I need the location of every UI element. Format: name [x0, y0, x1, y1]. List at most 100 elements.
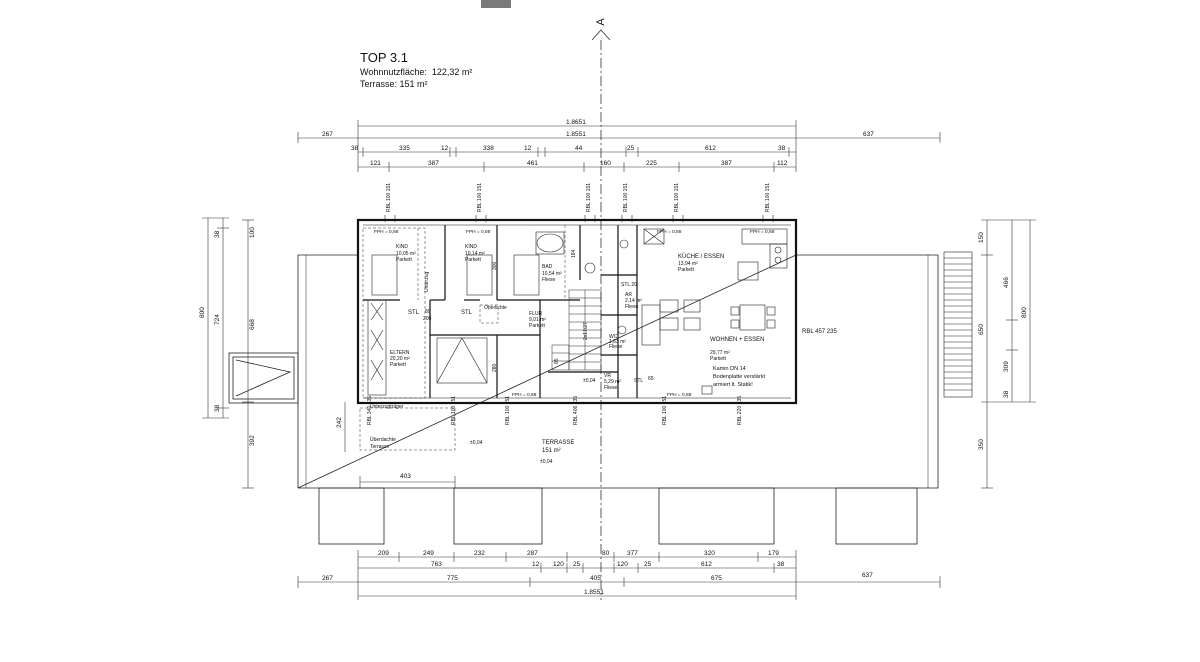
fph-2: FPH = 0,88: [466, 229, 491, 235]
living-area: Wohnnutzfläche: 122,32 m²: [360, 67, 472, 77]
dim-bottom-16: 38: [777, 561, 785, 568]
covered-terrace-dim: [359, 476, 456, 488]
dim-bottom-17: 267: [322, 575, 333, 582]
dim-bottom-11: 120: [553, 561, 564, 568]
dim-top-14: 225: [646, 160, 657, 167]
dim-top-1: 38: [351, 145, 359, 152]
dim-right-e: 309: [1003, 361, 1010, 372]
dim-bottom-14: 25: [644, 561, 652, 568]
dim-right-d: 650: [978, 324, 985, 335]
apartment-title: TOP 3.1: [360, 50, 408, 65]
room-ar-name: AR: [625, 292, 632, 298]
bottom-window-labels: RBL 340 235 RBL 100 151 RBL 100 151 RBL …: [367, 396, 743, 425]
stairs-label: 2x17/27: [583, 322, 589, 340]
window-top-4: RBL 100 151: [623, 183, 629, 212]
dim-403: 403: [400, 473, 411, 480]
dim-bottom-13: 120: [617, 561, 628, 568]
right-dimension-lines: [981, 219, 1036, 489]
room-eltern-area: 20,20 m²: [390, 356, 410, 362]
window-top-2: RBL 100 151: [477, 183, 483, 212]
bottom-dimension-texts: 209 249 232 287 80 377 320 179 763 12 12…: [322, 550, 873, 596]
room-wohnen-name: WOHNEN + ESSEN: [710, 337, 765, 343]
dim-top-13: 160: [600, 160, 611, 167]
stl-4: STL: [634, 378, 643, 384]
living-area-value: 122,32 m²: [431, 67, 473, 77]
room-vr-area: 5,29 m²: [604, 379, 621, 385]
fph-labels: FPH = 0,88 FPH = 0,88 FPH = 0,88 FPH = 0…: [374, 229, 775, 398]
room-kind-2-name: KIND: [465, 244, 477, 250]
dim-bottom-8: 179: [768, 550, 779, 557]
dim-top-16: 112: [777, 160, 788, 167]
dim-left-h: 242: [336, 417, 343, 428]
dim-bottom-19: 405: [590, 575, 601, 582]
room-kueche-name: KÜCHE / ESSEN: [678, 253, 724, 260]
terrace-label: TERRASSE: [542, 440, 574, 446]
top-dimension-texts: 1.8651 1.8551 267 637 38 335 12 338 12 4…: [322, 119, 874, 167]
terrace-area-label: 151 m²: [542, 448, 561, 454]
dim-bottom-18: 775: [447, 575, 458, 582]
dim-left-f: 38: [214, 404, 221, 412]
dim-bottom-21: 637: [862, 572, 873, 579]
living-area-label: Wohnnutzfläche:: [360, 67, 427, 77]
kamin-line-1: Kamin DN 14: [713, 366, 746, 372]
planters: [318, 487, 918, 545]
terrace-area: Terrasse: 151 m²: [360, 79, 428, 89]
internal-stairs: [551, 289, 602, 371]
room-vr-name: VR: [604, 373, 611, 379]
top-edge-tab: [481, 0, 511, 8]
dim-80: 80: [425, 309, 431, 315]
dim-bottom-10: 12: [532, 561, 540, 568]
room-kueche-floor: Parkett: [678, 267, 694, 273]
window-bottom-6: RBL 220 235: [737, 396, 743, 425]
room-flur-area: 9,01 m²: [529, 317, 546, 323]
room-kind-1-name: KIND: [396, 244, 408, 250]
dim-overall-a: 1.8651: [566, 119, 586, 126]
dim-right-f: 38: [1003, 390, 1010, 398]
dim-top-7: 25: [627, 145, 635, 152]
dim-top-10: 121: [370, 160, 381, 167]
dim-overall-b: 1.8551: [566, 131, 586, 138]
terrace-outline: [297, 254, 939, 489]
room-bad-area: 10,54 m²: [542, 271, 562, 277]
top-dimension-lines: [297, 120, 941, 172]
dim-bottom-overall: 1.8551: [584, 589, 604, 596]
level-1: ±0,04: [583, 378, 596, 384]
furniture: [367, 228, 788, 396]
dim-bottom-1: 209: [378, 550, 389, 557]
kamin-line-3: armiert lt. Statik!: [713, 382, 753, 388]
dim-top-5: 12: [524, 145, 532, 152]
window-top-5: RBL 100 151: [674, 183, 680, 212]
dim-bottom-15: 612: [701, 561, 712, 568]
room-vr-floor: Fliese: [604, 385, 618, 391]
dim-top-8: 612: [705, 145, 716, 152]
window-bottom-5: RBL 100 151: [662, 396, 668, 425]
fph-6: FPH = 0,88: [667, 392, 692, 398]
dim-right-a: 150: [978, 232, 985, 243]
left-dimension-lines: [202, 217, 346, 489]
dim-top-12: 461: [527, 160, 538, 167]
dim-bottom-7: 320: [704, 550, 715, 557]
room-kind-1-floor: Parkett: [396, 257, 412, 263]
dim-bottom-6: 377: [627, 550, 638, 557]
room-flur-floor: Parkett: [529, 323, 545, 329]
room-ar-floor: Fliese: [625, 304, 639, 310]
entrance-bridge: [228, 352, 299, 404]
dim-right-g: 350: [978, 439, 985, 450]
room-ar-area: 2,14 m²: [625, 298, 642, 304]
window-top-1: RBL 100 151: [386, 183, 392, 212]
dim-bottom-4: 287: [527, 550, 538, 557]
room-wc-floor: Fliese: [609, 344, 623, 350]
window-bottom-1: RBL 340 235: [367, 396, 373, 425]
dim-bottom-20: 675: [711, 575, 722, 582]
room-wc-area: 1,63 m²: [609, 339, 626, 345]
window-bottom-4: RBL 406 235: [573, 396, 579, 425]
dim-bottom-12: 25: [573, 561, 581, 568]
dim-184: 184: [571, 249, 577, 258]
dim-bottom-5: 80: [602, 550, 610, 557]
dim-bottom-2: 249: [423, 550, 434, 557]
fph-1: FPH = 0,88: [374, 229, 399, 235]
room-kind-1-area: 10,05 m²: [396, 251, 416, 257]
dim-left-e: 668: [249, 319, 256, 330]
dim-280: 280: [492, 363, 498, 372]
